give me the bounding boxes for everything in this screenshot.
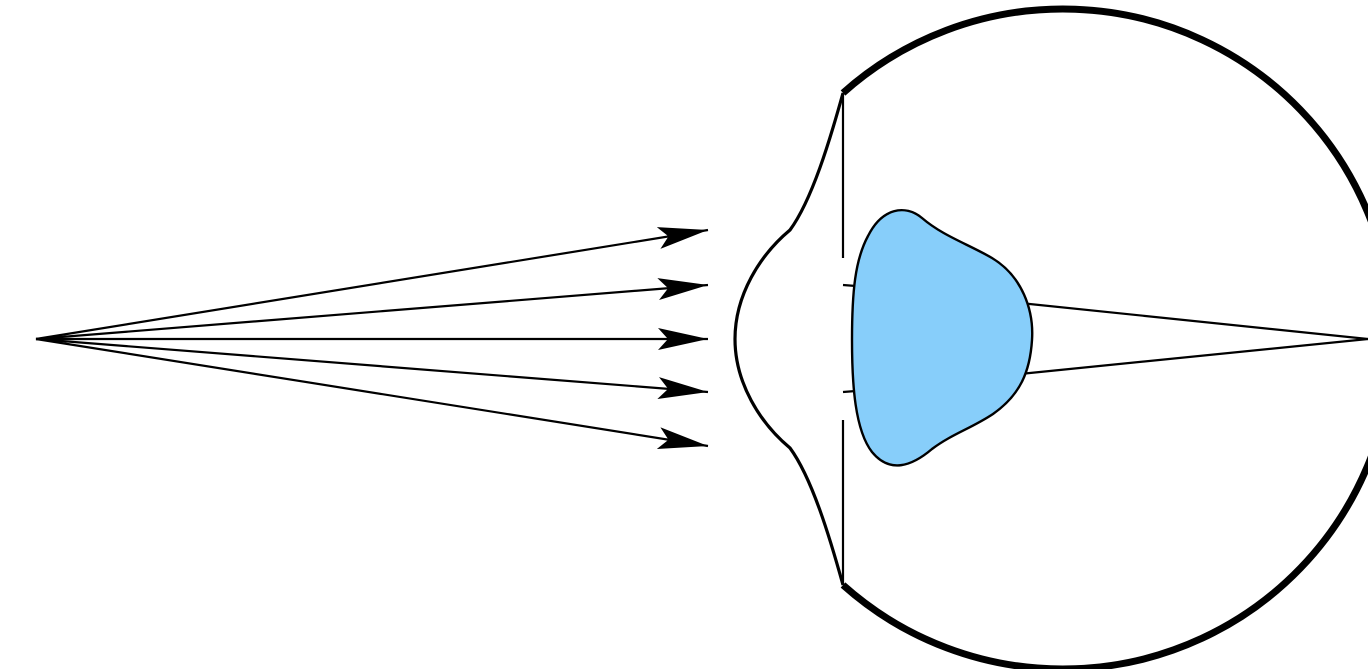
cornea [735, 93, 843, 585]
crystalline-lens [852, 210, 1032, 465]
incoming-ray [36, 285, 708, 339]
incoming-ray [36, 230, 708, 339]
incoming-ray [36, 339, 708, 392]
incoming-rays [36, 230, 708, 446]
refracted-ray-upper [1020, 303, 1368, 339]
refracted-ray-lower [1020, 339, 1368, 374]
refracted-rays [1020, 303, 1368, 374]
incoming-ray [36, 339, 708, 446]
